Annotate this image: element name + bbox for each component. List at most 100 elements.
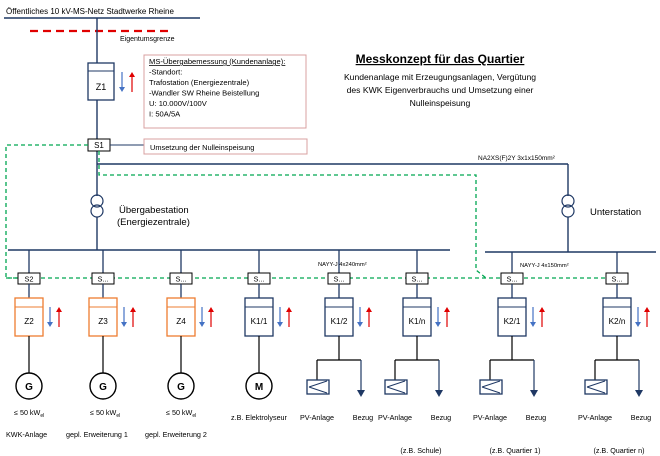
switch-label-0: S2	[24, 275, 33, 284]
transformer-right	[561, 194, 575, 218]
meter-3	[244, 297, 274, 337]
station-right-label: Unterstation	[590, 207, 641, 218]
arrow-down-head-0	[47, 322, 53, 327]
transfer-metering-text: MS-Übergabemessung (Kundenanlage): -Stand…	[149, 57, 285, 119]
zero-feed-label: Umsetzung der Nulleinspeisung	[150, 143, 254, 152]
note-1: (z.B. Quartier 1)	[489, 446, 540, 455]
generator-icon	[89, 372, 117, 400]
meter-7	[602, 297, 632, 337]
bezug-label-0: Bezug	[353, 413, 373, 422]
zero-feed-box	[143, 138, 308, 155]
pv-panel-icon	[584, 379, 608, 395]
switch-label-7: S...	[611, 275, 622, 284]
load-arrow-icon	[635, 390, 643, 397]
switch-label-5: S...	[411, 275, 422, 284]
meter-z1	[87, 62, 115, 101]
station-left-line2: (Energiezentrale)	[117, 217, 190, 228]
arrow-up-head-3	[286, 307, 292, 312]
meter-label-4: K1/2	[331, 317, 348, 326]
arrow-up-head-2	[208, 307, 214, 312]
measurement-link-right	[98, 151, 487, 279]
meter-label-5: K1/n	[409, 317, 426, 326]
pv-panel-icon	[384, 379, 408, 395]
meter-2	[166, 297, 196, 337]
diagram-subtitle: Kundenanlage mit Erzeugungsanlagen, Verg…	[344, 72, 536, 108]
power-label-1: ≤ 50 kWel	[90, 408, 120, 419]
property-boundary-label: Eigentumsgrenze	[120, 36, 175, 43]
load-arrow-icon	[530, 390, 538, 397]
meter-label-0: Z2	[24, 317, 34, 326]
transfer-line-5: I: 50A/5A	[149, 110, 181, 119]
arrow-down-head-1	[121, 322, 127, 327]
transfer-line-0: MS-Übergabemessung (Kundenanlage):	[149, 57, 285, 66]
machine-label-3: M	[255, 382, 263, 393]
meter-label-7: K2/n	[609, 317, 626, 326]
meter-z1-label: Z1	[96, 82, 107, 92]
power-sub-1: el	[116, 413, 120, 419]
arrow-up-head-0	[56, 307, 62, 312]
pv-panel-icon	[306, 379, 330, 395]
bottom-label-2: gepl. Erweiterung 2	[145, 430, 207, 439]
meter-0	[14, 297, 44, 337]
station-left-line1: Übergabestation	[119, 205, 189, 216]
cable-main-label: NA2XS(F)2Y 3x1x150mm²	[478, 155, 556, 162]
meter-1	[88, 297, 118, 337]
machine-label-0: G	[25, 382, 33, 393]
generator-icon	[15, 372, 43, 400]
pv-label-1: PV-Anlage	[378, 413, 412, 422]
switch-s1-label: S1	[94, 141, 104, 150]
meter-label-3: K1/1	[251, 317, 268, 326]
transfer-line-1: -Standort:	[149, 68, 182, 77]
cable-left-label: NAYY-J 4x240mm²	[318, 262, 367, 268]
note-2: (z.B. Quartier n)	[593, 446, 644, 455]
cable-right-label: NAYY-J 4x150mm²	[520, 263, 569, 269]
feeder-group: S2Z2GS...Z3GS...Z4GS...K1/1MS...K1/2S...…	[14, 250, 650, 400]
transfer-line-3: -Wandler SW Rheine Beistellung	[149, 89, 259, 98]
arrow-down-head-6	[530, 322, 536, 327]
note-0: (z.B. Schule)	[400, 446, 441, 455]
pv-label-3: PV-Anlage	[578, 413, 612, 422]
subtitle-line-2: Nulleinspeisung	[410, 98, 471, 108]
arrow-down-head-5	[435, 322, 441, 327]
meter-4	[324, 297, 354, 337]
transfer-metering-box	[143, 54, 307, 129]
switch-label-1: S...	[97, 275, 108, 284]
diagram-title: Messkonzept für das Quartier	[356, 52, 525, 66]
power-label-0: ≤ 50 kWel	[14, 408, 44, 419]
arrow-down-head-4	[357, 322, 363, 327]
meter-label-2: Z4	[176, 317, 186, 326]
pv-panel-icon	[479, 379, 503, 395]
transfer-line-4: U: 10.000V/100V	[149, 99, 208, 108]
bezug-label-1: Bezug	[431, 413, 451, 422]
switch-label-6: S...	[506, 275, 517, 284]
switch-label-2: S...	[175, 275, 186, 284]
subtitle-line-1: des KWK Eigenverbrauchs und Umsetzung ei…	[347, 85, 534, 95]
arrow-down-head-2	[199, 322, 205, 327]
z1-direction-arrows	[119, 72, 135, 92]
power-label-2: ≤ 50 kWel	[166, 408, 196, 419]
pv-symbol-6	[481, 380, 501, 394]
transfer-line-2: Trafostation (Energiezentrale)	[149, 78, 250, 87]
motor-icon	[245, 372, 273, 400]
arrow-down-head-7	[635, 322, 641, 327]
bezug-label-3: Bezug	[631, 413, 651, 422]
load-arrow-icon	[357, 390, 365, 397]
arrow-up-head-1	[130, 307, 136, 312]
pv-symbol-7	[586, 380, 606, 394]
machine-label-1: G	[99, 382, 107, 393]
grid-label: Öffentliches 10 kV-MS-Netz Stadtwerke Rh…	[6, 7, 174, 16]
bottom-label-0: KWK-Anlage	[6, 430, 47, 439]
arrow-up-head-6	[539, 307, 545, 312]
load-arrow-icon	[435, 390, 443, 397]
switch-label-3: S...	[253, 275, 264, 284]
arrow-up-head-4	[366, 307, 372, 312]
pv-symbol-4	[308, 380, 328, 394]
arrow-up-head-5	[444, 307, 450, 312]
arrow-down-head-3	[277, 322, 283, 327]
generator-icon	[167, 372, 195, 400]
subtitle-line-0: Kundenanlage mit Erzeugungsanlagen, Verg…	[344, 72, 536, 82]
pv-label-0: PV-Anlage	[300, 413, 334, 422]
meter-label-1: Z3	[98, 317, 108, 326]
